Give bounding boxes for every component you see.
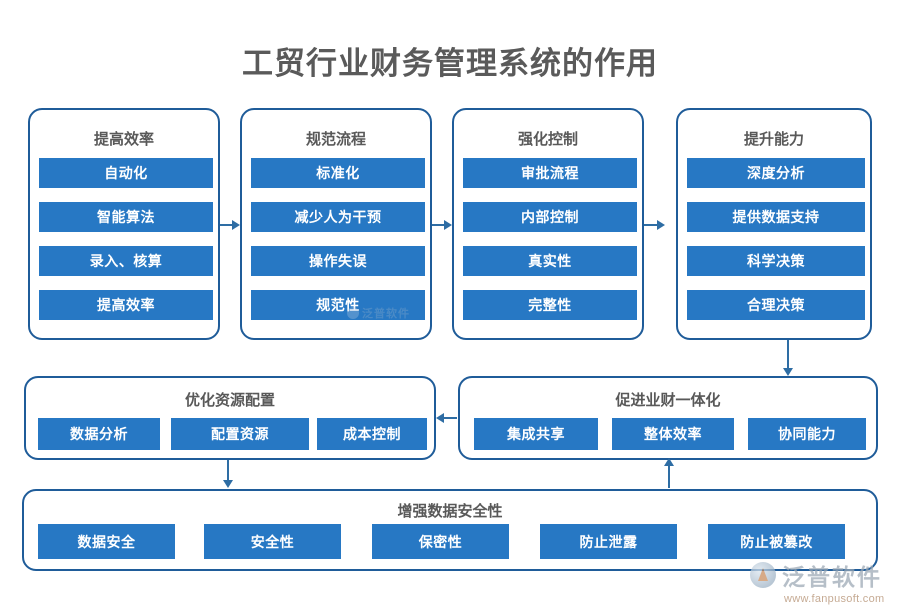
- column-item[interactable]: 科学决策: [687, 246, 865, 276]
- column-item[interactable]: 操作失误: [251, 246, 425, 276]
- column-card-improve-efficiency: 提高效率 自动化 智能算法 录入、核算 提高效率: [28, 108, 220, 340]
- column-title: 强化控制: [517, 131, 578, 148]
- card-item[interactable]: 保密性: [372, 524, 509, 559]
- card-optimize-resources: 优化资源配置 数据分析 配置资源 成本控制: [24, 376, 436, 460]
- arrow-col2-to-col3-icon: [444, 220, 452, 230]
- card-enhance-data-security: 增强数据安全性 数据安全 安全性 保密性 防止泄露 防止被篡改: [22, 489, 878, 571]
- column-item[interactable]: 审批流程: [463, 158, 637, 188]
- connector-line: [432, 224, 445, 226]
- arrow-integration-to-resources-icon: [436, 413, 444, 423]
- arrow-col1-to-col2-icon: [232, 220, 240, 230]
- card-item[interactable]: 防止被篡改: [708, 524, 845, 559]
- column-title: 规范流程: [305, 131, 366, 148]
- column-item[interactable]: 合理决策: [687, 290, 865, 320]
- card-item[interactable]: 安全性: [204, 524, 341, 559]
- card-item[interactable]: 数据安全: [38, 524, 175, 559]
- connector-line: [668, 462, 670, 488]
- connector-line: [787, 340, 789, 370]
- connector-line: [220, 224, 233, 226]
- column-item[interactable]: 减少人为干预: [251, 202, 425, 232]
- card-title: 促进业财一体化: [615, 392, 721, 409]
- column-item[interactable]: 深度分析: [687, 158, 865, 188]
- arrow-security-to-integration-icon: [664, 458, 674, 466]
- column-title: 提高效率: [93, 131, 154, 148]
- card-promote-integration: 促进业财一体化 集成共享 整体效率 协同能力: [458, 376, 878, 460]
- card-title: 增强数据安全性: [397, 503, 503, 520]
- connector-line: [227, 460, 229, 482]
- column-card-standardize-process: 规范流程 标准化 减少人为干预 操作失误 规范性 泛普软件: [240, 108, 432, 340]
- column-item[interactable]: 提高效率: [39, 290, 213, 320]
- column-item[interactable]: 内部控制: [463, 202, 637, 232]
- column-item[interactable]: 完整性: [463, 290, 637, 320]
- watermark-url: www.fanpusoft.com: [784, 593, 885, 605]
- column-card-enhance-capability: 提升能力 深度分析 提供数据支持 科学决策 合理决策: [676, 108, 872, 340]
- connector-line: [644, 224, 658, 226]
- card-item[interactable]: 整体效率: [612, 418, 734, 450]
- card-item[interactable]: 集成共享: [474, 418, 598, 450]
- column-card-strengthen-control: 强化控制 审批流程 内部控制 真实性 完整性: [452, 108, 644, 340]
- arrow-col3-to-col4-icon: [657, 220, 665, 230]
- column-item[interactable]: 自动化: [39, 158, 213, 188]
- column-item[interactable]: 规范性: [251, 290, 425, 320]
- column-title: 提升能力: [743, 131, 804, 148]
- column-item[interactable]: 智能算法: [39, 202, 213, 232]
- column-item[interactable]: 录入、核算: [39, 246, 213, 276]
- card-item[interactable]: 配置资源: [171, 418, 309, 450]
- column-item[interactable]: 标准化: [251, 158, 425, 188]
- column-item[interactable]: 真实性: [463, 246, 637, 276]
- connector-line: [443, 417, 457, 419]
- card-item[interactable]: 防止泄露: [540, 524, 677, 559]
- page-title: 工贸行业财务管理系统的作用: [242, 46, 658, 81]
- card-item[interactable]: 协同能力: [748, 418, 866, 450]
- card-item[interactable]: 成本控制: [317, 418, 427, 450]
- card-item[interactable]: 数据分析: [38, 418, 160, 450]
- arrow-col4-to-integration-icon: [783, 368, 793, 376]
- card-title: 优化资源配置: [184, 392, 275, 409]
- arrow-resources-to-security-icon: [223, 480, 233, 488]
- column-item[interactable]: 提供数据支持: [687, 202, 865, 232]
